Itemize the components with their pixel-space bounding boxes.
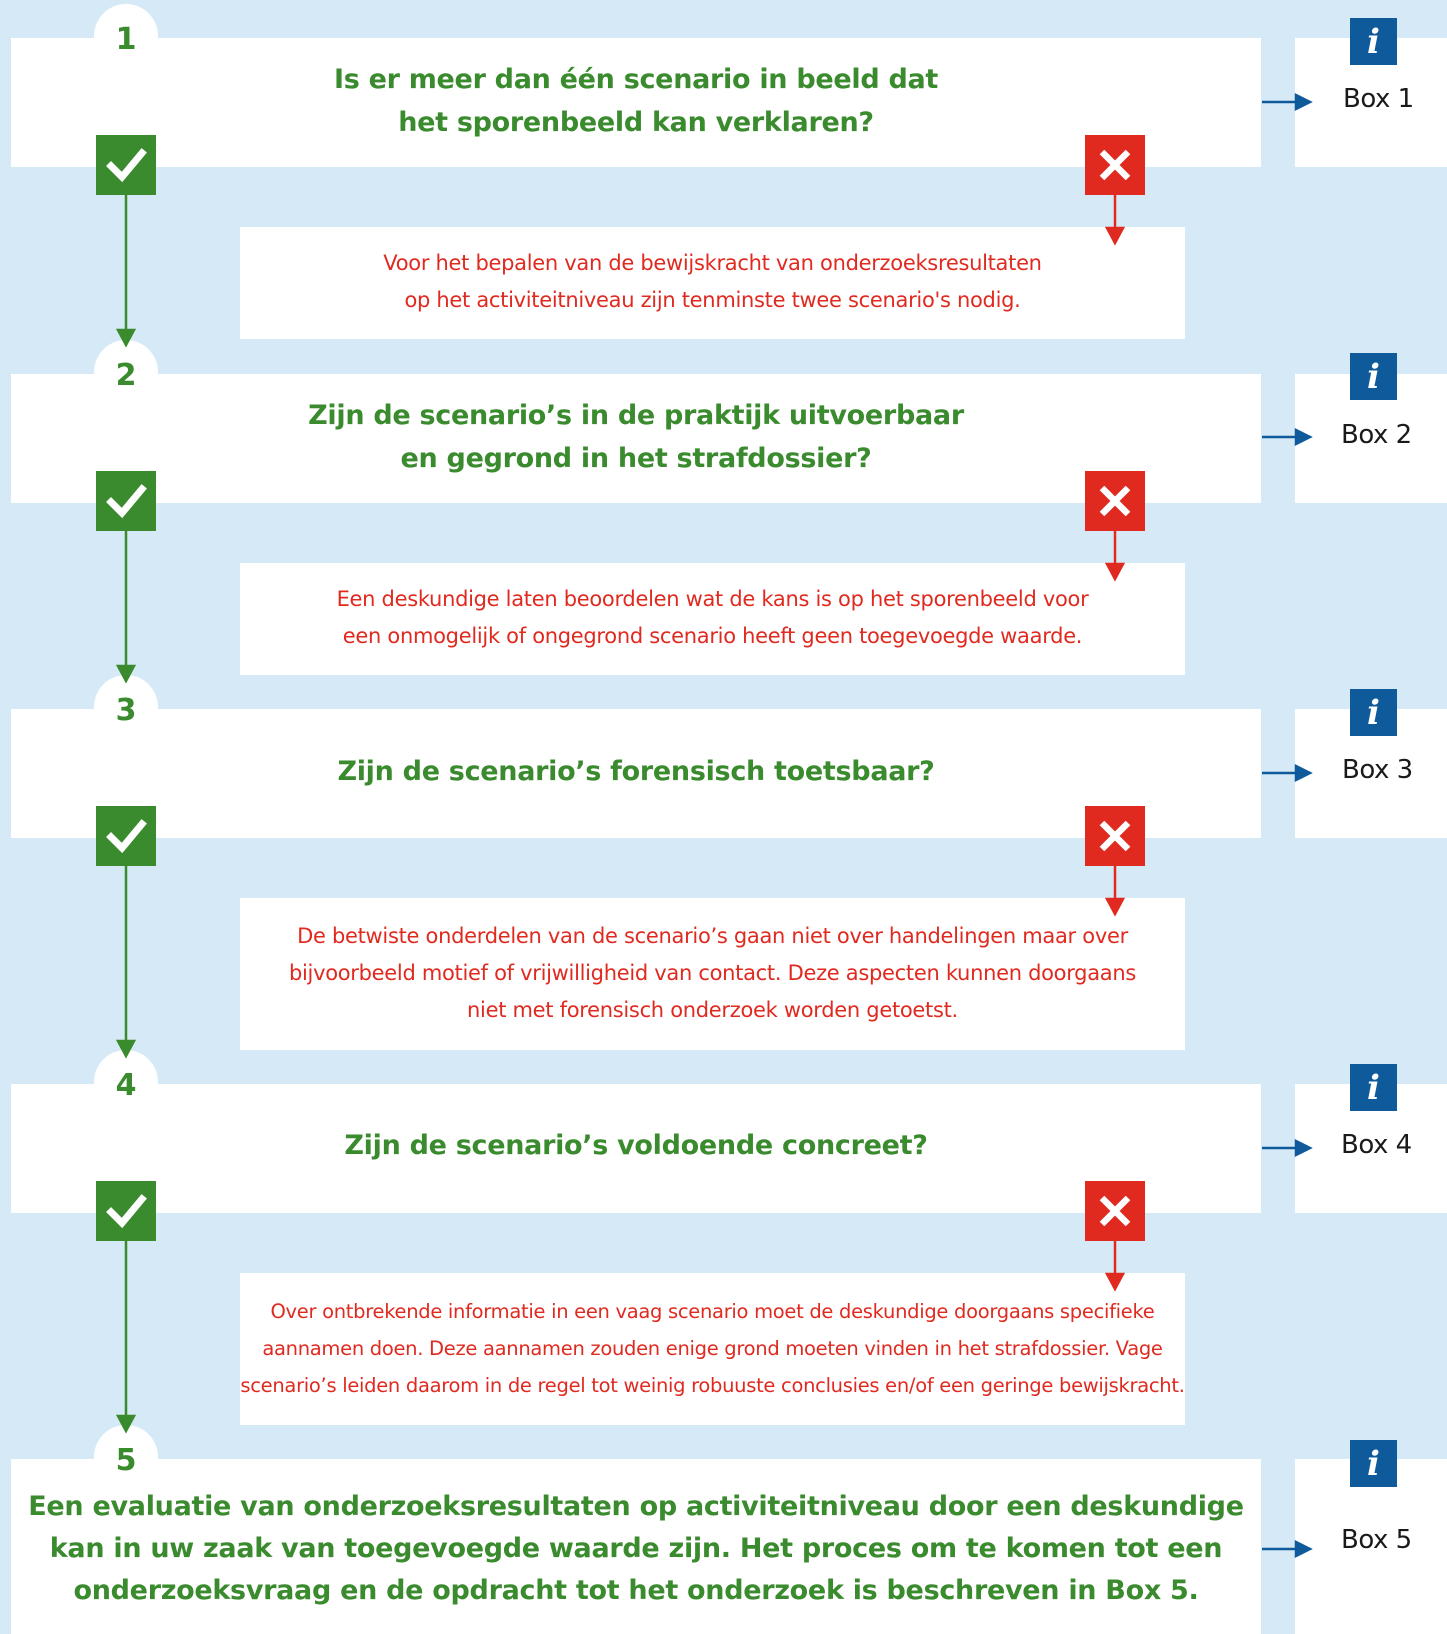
info-arrows bbox=[1262, 92, 1313, 1559]
step-number-5: 5 bbox=[94, 1425, 158, 1489]
info-icon[interactable]: i bbox=[1350, 689, 1397, 736]
question-box-4: Zijn de scenario’s voldoende concreet? bbox=[11, 1084, 1261, 1213]
question-text-3: Zijn de scenario’s forensisch toetsbaar? bbox=[337, 756, 935, 787]
info-card-5[interactable]: Box 5 bbox=[1295, 1459, 1447, 1634]
no-result-text-4: Over ontbrekende informatie in een vaag … bbox=[240, 1300, 1185, 1397]
no-result-box-1: Voor het bepalen van de bewijskracht van… bbox=[240, 227, 1185, 339]
no-result-text-3: De betwiste onderdelen van de scenario’s… bbox=[288, 924, 1137, 1022]
step-number-3: 3 bbox=[94, 675, 158, 739]
cross-icon bbox=[1085, 471, 1145, 531]
yes-arrows bbox=[115, 195, 137, 1434]
cross-icon bbox=[1085, 806, 1145, 866]
box-label-5: Box 5 bbox=[1341, 1525, 1412, 1555]
info-icon[interactable]: i bbox=[1350, 1440, 1397, 1487]
question-box-1: Is er meer dan één scenario in beeld dat… bbox=[11, 38, 1261, 167]
check-icon bbox=[96, 1181, 156, 1241]
info-icon[interactable]: i bbox=[1350, 1064, 1397, 1111]
no-result-text-1: Voor het bepalen van de bewijskracht van… bbox=[383, 251, 1042, 312]
box-label-2: Box 2 bbox=[1341, 420, 1412, 450]
no-result-box-4: Over ontbrekende informatie in een vaag … bbox=[240, 1273, 1185, 1425]
info-icon[interactable]: i bbox=[1350, 18, 1397, 65]
box-label-1: Box 1 bbox=[1343, 84, 1414, 114]
cross-icon bbox=[1085, 135, 1145, 195]
question-text-2: Zijn de scenario’s in de praktijk uitvoe… bbox=[308, 400, 964, 474]
check-icon bbox=[96, 135, 156, 195]
no-result-box-2: Een deskundige laten beoordelen wat de k… bbox=[240, 563, 1185, 675]
box-label-3: Box 3 bbox=[1342, 755, 1413, 785]
info-icon[interactable]: i bbox=[1350, 353, 1397, 400]
check-icon bbox=[96, 471, 156, 531]
no-result-text-2: Een deskundige laten beoordelen wat de k… bbox=[336, 587, 1089, 648]
question-text-4: Zijn de scenario’s voldoende concreet? bbox=[344, 1130, 928, 1161]
question-box-2: Zijn de scenario’s in de praktijk uitvoe… bbox=[11, 374, 1261, 503]
no-arrows bbox=[1104, 195, 1126, 1292]
final-box: Een evaluatie van onderzoeksresultaten o… bbox=[11, 1459, 1261, 1634]
step-number-1: 1 bbox=[94, 4, 158, 68]
final-text: Een evaluatie van onderzoeksresultaten o… bbox=[28, 1491, 1244, 1606]
step-number-2: 2 bbox=[94, 340, 158, 404]
cross-icon bbox=[1085, 1181, 1145, 1241]
question-text-1: Is er meer dan één scenario in beeld dat… bbox=[333, 64, 939, 138]
question-box-3: Zijn de scenario’s forensisch toetsbaar? bbox=[11, 709, 1261, 838]
box-label-4: Box 4 bbox=[1341, 1130, 1412, 1160]
check-icon bbox=[96, 806, 156, 866]
no-result-box-3: De betwiste onderdelen van de scenario’s… bbox=[240, 898, 1185, 1050]
step-number-4: 4 bbox=[94, 1050, 158, 1114]
